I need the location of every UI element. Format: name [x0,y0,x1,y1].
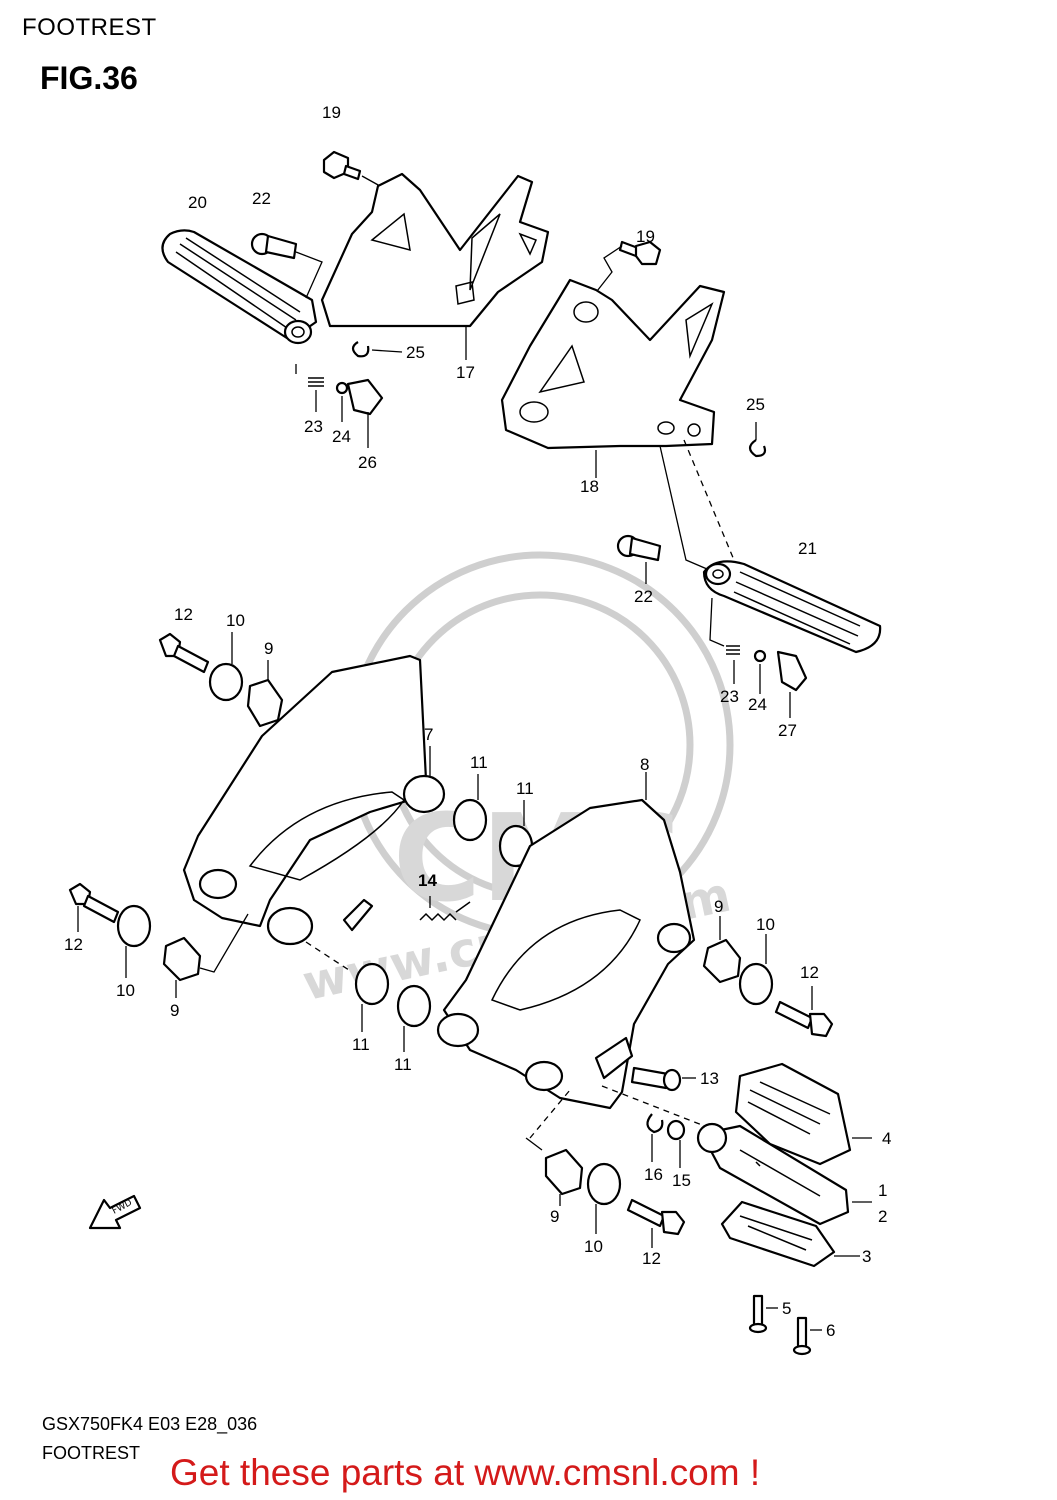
callout-16: 16 [644,1165,663,1184]
bracket-17 [320,172,550,328]
callout-18: 18 [580,477,599,496]
callout-22: 22 [634,587,653,606]
diagram-code: GSX750FK4 E03 E28_036 [42,1414,258,1434]
callout-10: 10 [584,1237,603,1256]
callout-21: 21 [798,539,817,558]
callout-14: 14 [418,871,437,890]
callout-11: 11 [394,1055,412,1074]
rubber-pad-4 [734,1062,872,1166]
screw-6 [792,1316,822,1356]
bolt-12-lower [626,1198,686,1236]
washer-11-a [452,798,488,842]
figure-label: FIG.36 [40,60,138,96]
footpeg-plate-3 [720,1200,860,1268]
callout-5: 5 [782,1299,791,1318]
clip-25-upper [351,341,370,358]
callout-8: 8 [640,755,649,774]
clip-25-right [748,439,767,458]
callout-25: 25 [746,395,765,414]
callout-11: 11 [352,1035,370,1054]
footpeg-1-2 [696,1122,872,1226]
bolt-19-left [322,150,381,187]
callout-6: 6 [826,1321,835,1340]
washer-15 [666,1119,686,1141]
promo-link[interactable]: Get these parts at www.cmsnl.com ! [170,1452,761,1493]
washer-10-left [116,904,152,948]
callout-23: 23 [304,417,323,436]
callout-11: 11 [516,779,534,798]
callout-10: 10 [756,915,775,934]
pin-13 [630,1066,696,1092]
washer-10-lower [586,1162,622,1206]
callout-24: 24 [332,427,351,446]
callout-12: 12 [174,605,193,624]
callout-3: 3 [862,1247,871,1266]
callout-15: 15 [672,1171,691,1190]
callout-10: 10 [116,981,135,1000]
footer-section-name: FOOTREST [42,1443,140,1463]
callout-12: 12 [64,935,83,954]
bracket-8 [436,798,696,1110]
callout-9: 9 [550,1207,559,1226]
callout-13: 13 [700,1069,719,1088]
washer-10-upper-left [208,662,244,702]
callout-10: 10 [226,611,245,630]
callout-25: 25 [406,343,425,362]
callout-1: 1 [878,1181,887,1200]
spring-14 [419,896,471,922]
collar-9-left [162,936,202,982]
pin-22-upper [250,232,323,299]
pin-22-lower [616,534,662,584]
detent-set-upper [295,364,384,448]
forward-direction-arrow: FWD [88,1194,142,1230]
circlip-16 [646,1113,664,1134]
callout-labels: 19 20 22 25 17 23 24 26 19 25 18 21 22 2… [64,103,891,1340]
callout-17: 17 [456,363,475,382]
callout-12: 12 [800,963,819,982]
callout-9: 9 [264,639,273,658]
washer-10-right [738,962,774,1006]
bracket-18 [500,278,726,450]
callout-11: 11 [470,753,488,772]
callout-12: 12 [642,1249,661,1268]
footpeg-20 [161,229,318,345]
callout-24: 24 [748,695,767,714]
detent-set-lower [709,597,808,718]
collar-9-upper-left [246,678,284,728]
bolt-19-right [589,240,662,301]
bolt-12-upper-left [158,632,210,674]
callout-19: 19 [322,103,341,122]
collar-9-right [702,938,742,984]
callout-26: 26 [358,453,377,472]
footpeg-21 [702,560,882,654]
washer-11-d [396,984,432,1028]
callout-2: 2 [878,1207,887,1226]
collar-9-lower [544,1148,584,1196]
callout-7: 7 [424,725,433,744]
callout-22: 22 [252,189,271,208]
bracket-7 [182,654,446,946]
washer-11-c [354,962,390,1006]
callout-9: 9 [714,897,723,916]
bolt-12-left [68,882,120,924]
callout-9: 9 [170,1001,179,1020]
callout-23: 23 [720,687,739,706]
section-title: FOOTREST [22,14,157,41]
callout-19: 19 [636,227,655,246]
callout-20: 20 [188,193,207,212]
callout-27: 27 [778,721,797,740]
bolt-12-right [774,1000,834,1038]
screw-5 [748,1294,778,1334]
callout-4: 4 [882,1129,891,1148]
